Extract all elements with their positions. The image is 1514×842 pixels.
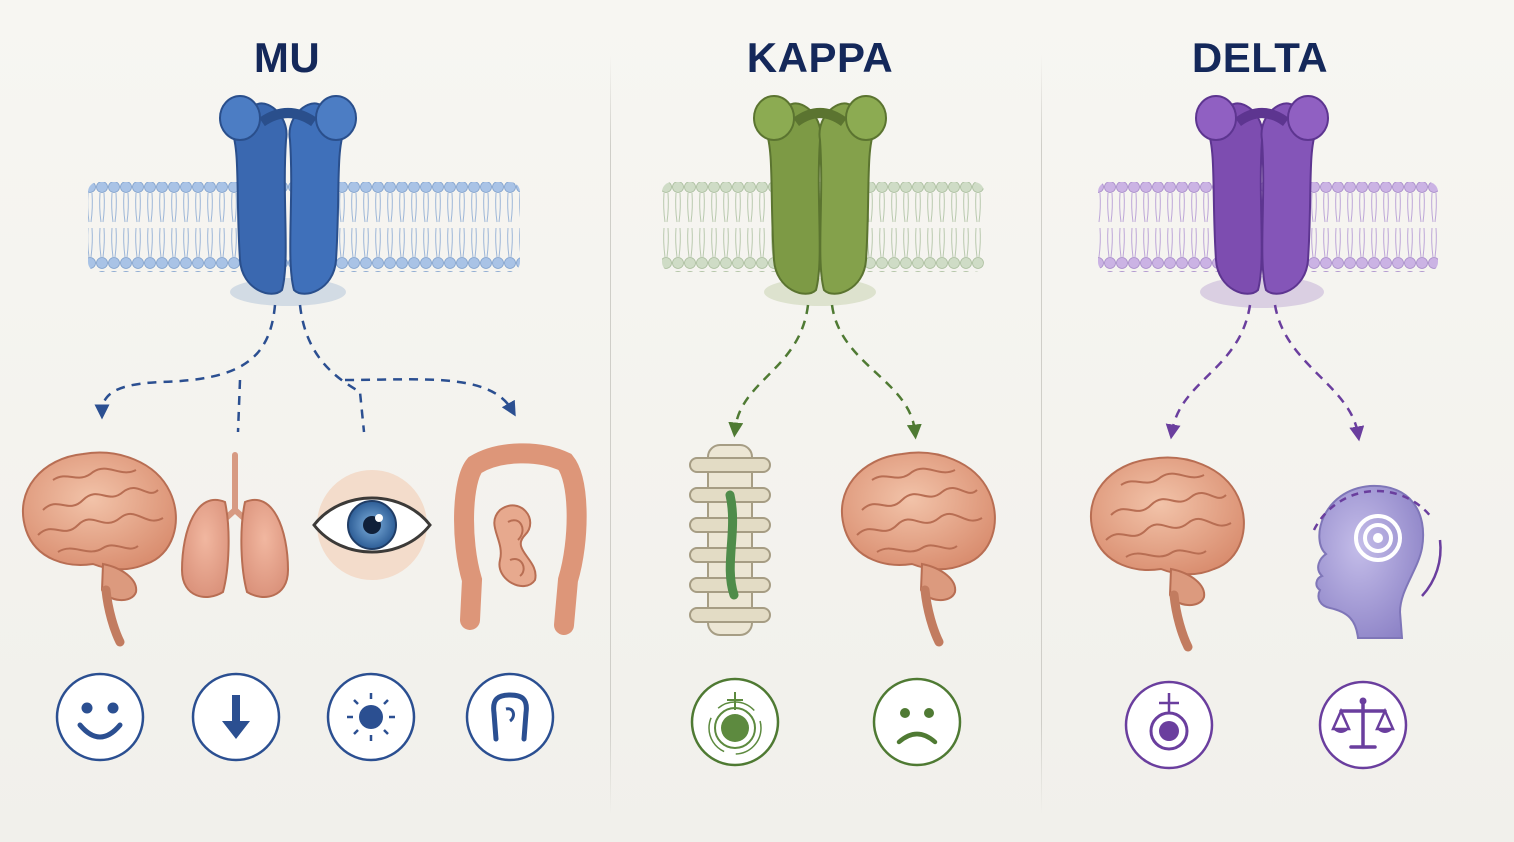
mu-receptor [219,95,357,306]
mu-intestine-outline-icon [465,672,555,762]
kappa-brain-icon [842,453,995,642]
kappa-title: KAPPA [746,34,894,81]
kappa-spinal-cord-icon [689,444,771,636]
kappa-receptor [753,95,887,306]
delta-balance-scale-icon [1318,680,1408,770]
mu-constricted-pupil-icon [326,672,416,762]
kappa-spinal-analgesia-icon [690,677,780,767]
column-divider-2 [1041,55,1042,815]
delta-signal-arrows [1165,304,1365,442]
kappa-frown-face-icon [872,677,962,767]
mu-down-arrow-icon [191,672,281,762]
mu-intestine-icon [454,443,587,635]
delta-receptor [1195,95,1329,308]
mu-signal-arrows [94,304,516,433]
column-divider-1 [610,55,611,815]
mu-title: MU [253,34,321,81]
mu-lungs-icon [180,452,290,598]
mu-brain-icon [23,453,176,642]
delta-title: DELTA [1191,34,1329,81]
mu-eye-icon [312,470,432,580]
kappa-signal-arrows [728,304,922,440]
delta-target-analgesia-icon [1124,680,1214,770]
mu-smile-face-icon [55,672,145,762]
delta-head-mind-icon [1312,484,1442,639]
delta-brain-icon [1091,458,1244,647]
